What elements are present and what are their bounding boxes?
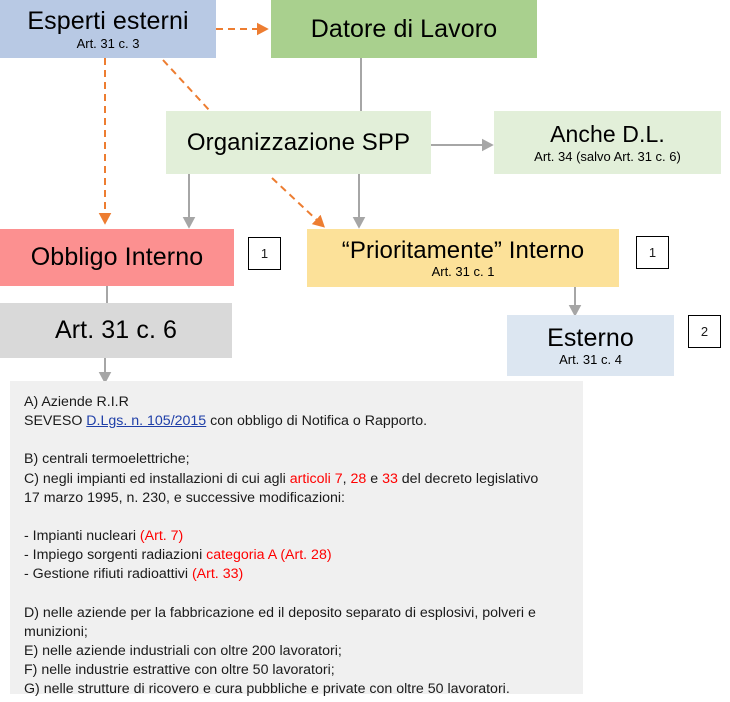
note-d3-prefix: - Gestione rifiuti radioattivi	[24, 566, 192, 583]
node-datore-di-lavoro[interactable]: Datore di Lavoro	[271, 0, 537, 58]
note-line-d1: D) nelle aziende per la fabbricazione ed…	[24, 604, 536, 621]
note-line-b: B) centrali termoelettriche;	[24, 451, 190, 468]
note-d1-prefix: - Impianti nucleari	[24, 528, 140, 545]
note-seveso-prefix: SEVESO	[24, 413, 87, 430]
node-title: Organizzazione SPP	[186, 128, 411, 156]
node-prioritariamente-interno[interactable]: “Prioritamente” Interno Art. 31 c. 1	[307, 229, 619, 287]
note-c-sep2: e	[366, 470, 383, 487]
node-title: Anche D.L.	[550, 120, 665, 147]
marker-label: 1	[260, 246, 269, 261]
note-c-articolo-7: articoli 7	[289, 470, 343, 487]
note-spacer	[24, 508, 569, 527]
node-title: Obbligo Interno	[30, 243, 204, 272]
note-spacer	[24, 431, 569, 450]
node-obbligo-interno[interactable]: Obbligo Interno	[0, 229, 234, 286]
marker-one-left: 1	[248, 237, 281, 270]
note-line-sorgenti-radiazioni: - Impiego sorgenti radiazioni categoria …	[24, 546, 569, 565]
node-organizzazione-spp[interactable]: Organizzazione SPP	[166, 111, 431, 174]
notes-panel: A) Aziende R.I.R SEVESO D.Lgs. n. 105/20…	[10, 381, 583, 697]
node-subtitle: Art. 31 c. 3	[76, 35, 140, 51]
note-line-g: G) nelle strutture di ricovero e cura pu…	[24, 681, 510, 698]
marker-label: 1	[648, 245, 657, 260]
note-c-prefix: C) negli impianti ed installazioni di cu…	[24, 470, 290, 487]
note-line-impianti-nucleari: - Impianti nucleari (Art. 7)	[24, 527, 569, 546]
node-title: Datore di Lavoro	[310, 14, 498, 43]
note-line-c: C) negli impianti ed installazioni di cu…	[24, 470, 569, 489]
note-d1-art: (Art. 7)	[139, 528, 184, 545]
note-line-a1: A) Aziende R.I.R	[24, 394, 129, 410]
node-subtitle: Art. 34 (salvo Art. 31 c. 6)	[534, 148, 681, 164]
marker-label: 2	[700, 324, 709, 339]
node-subtitle: Art. 31 c. 4	[559, 351, 622, 367]
node-title: Esperti esterni	[27, 6, 189, 35]
note-c-articolo-28: 28	[350, 470, 367, 487]
note-c-articolo-33: 33	[382, 470, 398, 487]
note-d2-art: categoria A (Art. 28)	[206, 547, 332, 564]
note-spacer	[24, 585, 569, 604]
marker-one-right: 1	[636, 236, 669, 269]
connector-esperti-to-organizzazione	[162, 59, 211, 112]
node-anche-dl[interactable]: Anche D.L. Art. 34 (salvo Art. 31 c. 6)	[494, 111, 721, 174]
node-title: “Prioritamente” Interno	[341, 236, 585, 264]
link-dlgs-105-2015[interactable]: D.Lgs. n. 105/2015	[86, 413, 207, 430]
note-d3-art: (Art. 33)	[191, 566, 244, 583]
node-title: Art. 31 c. 6	[54, 316, 178, 345]
note-c-suffix: del decreto legislativo	[397, 470, 539, 487]
note-d2-prefix: - Impiego sorgenti radiazioni	[24, 547, 207, 564]
note-line-f: F) nelle industrie estrattive con oltre …	[24, 662, 335, 679]
note-c-sep1: ,	[342, 470, 351, 487]
node-subtitle: Art. 31 c. 1	[431, 263, 495, 279]
node-title: Esterno	[547, 323, 634, 352]
note-line-c2: 17 marzo 1995, n. 230, e successive modi…	[24, 489, 345, 506]
note-line-d2: munizioni;	[24, 623, 88, 640]
node-art-31-c6[interactable]: Art. 31 c. 6	[0, 303, 232, 358]
note-seveso-suffix: con obbligo di Notifica o Rapporto.	[206, 413, 428, 430]
connector-organizzazione-to-prioritariamente-dashed	[271, 177, 325, 228]
node-esterno[interactable]: Esterno Art. 31 c. 4	[507, 315, 674, 376]
note-line-e: E) nelle aziende industriali con oltre 2…	[24, 643, 342, 660]
node-esperti-esterni[interactable]: Esperti esterni Art. 31 c. 3	[0, 0, 216, 58]
note-line-rifiuti-radioattivi: - Gestione rifiuti radioattivi (Art. 33)	[24, 565, 569, 584]
marker-two: 2	[688, 315, 721, 348]
note-line-a2: SEVESO D.Lgs. n. 105/2015 con obbligo di…	[24, 412, 569, 431]
